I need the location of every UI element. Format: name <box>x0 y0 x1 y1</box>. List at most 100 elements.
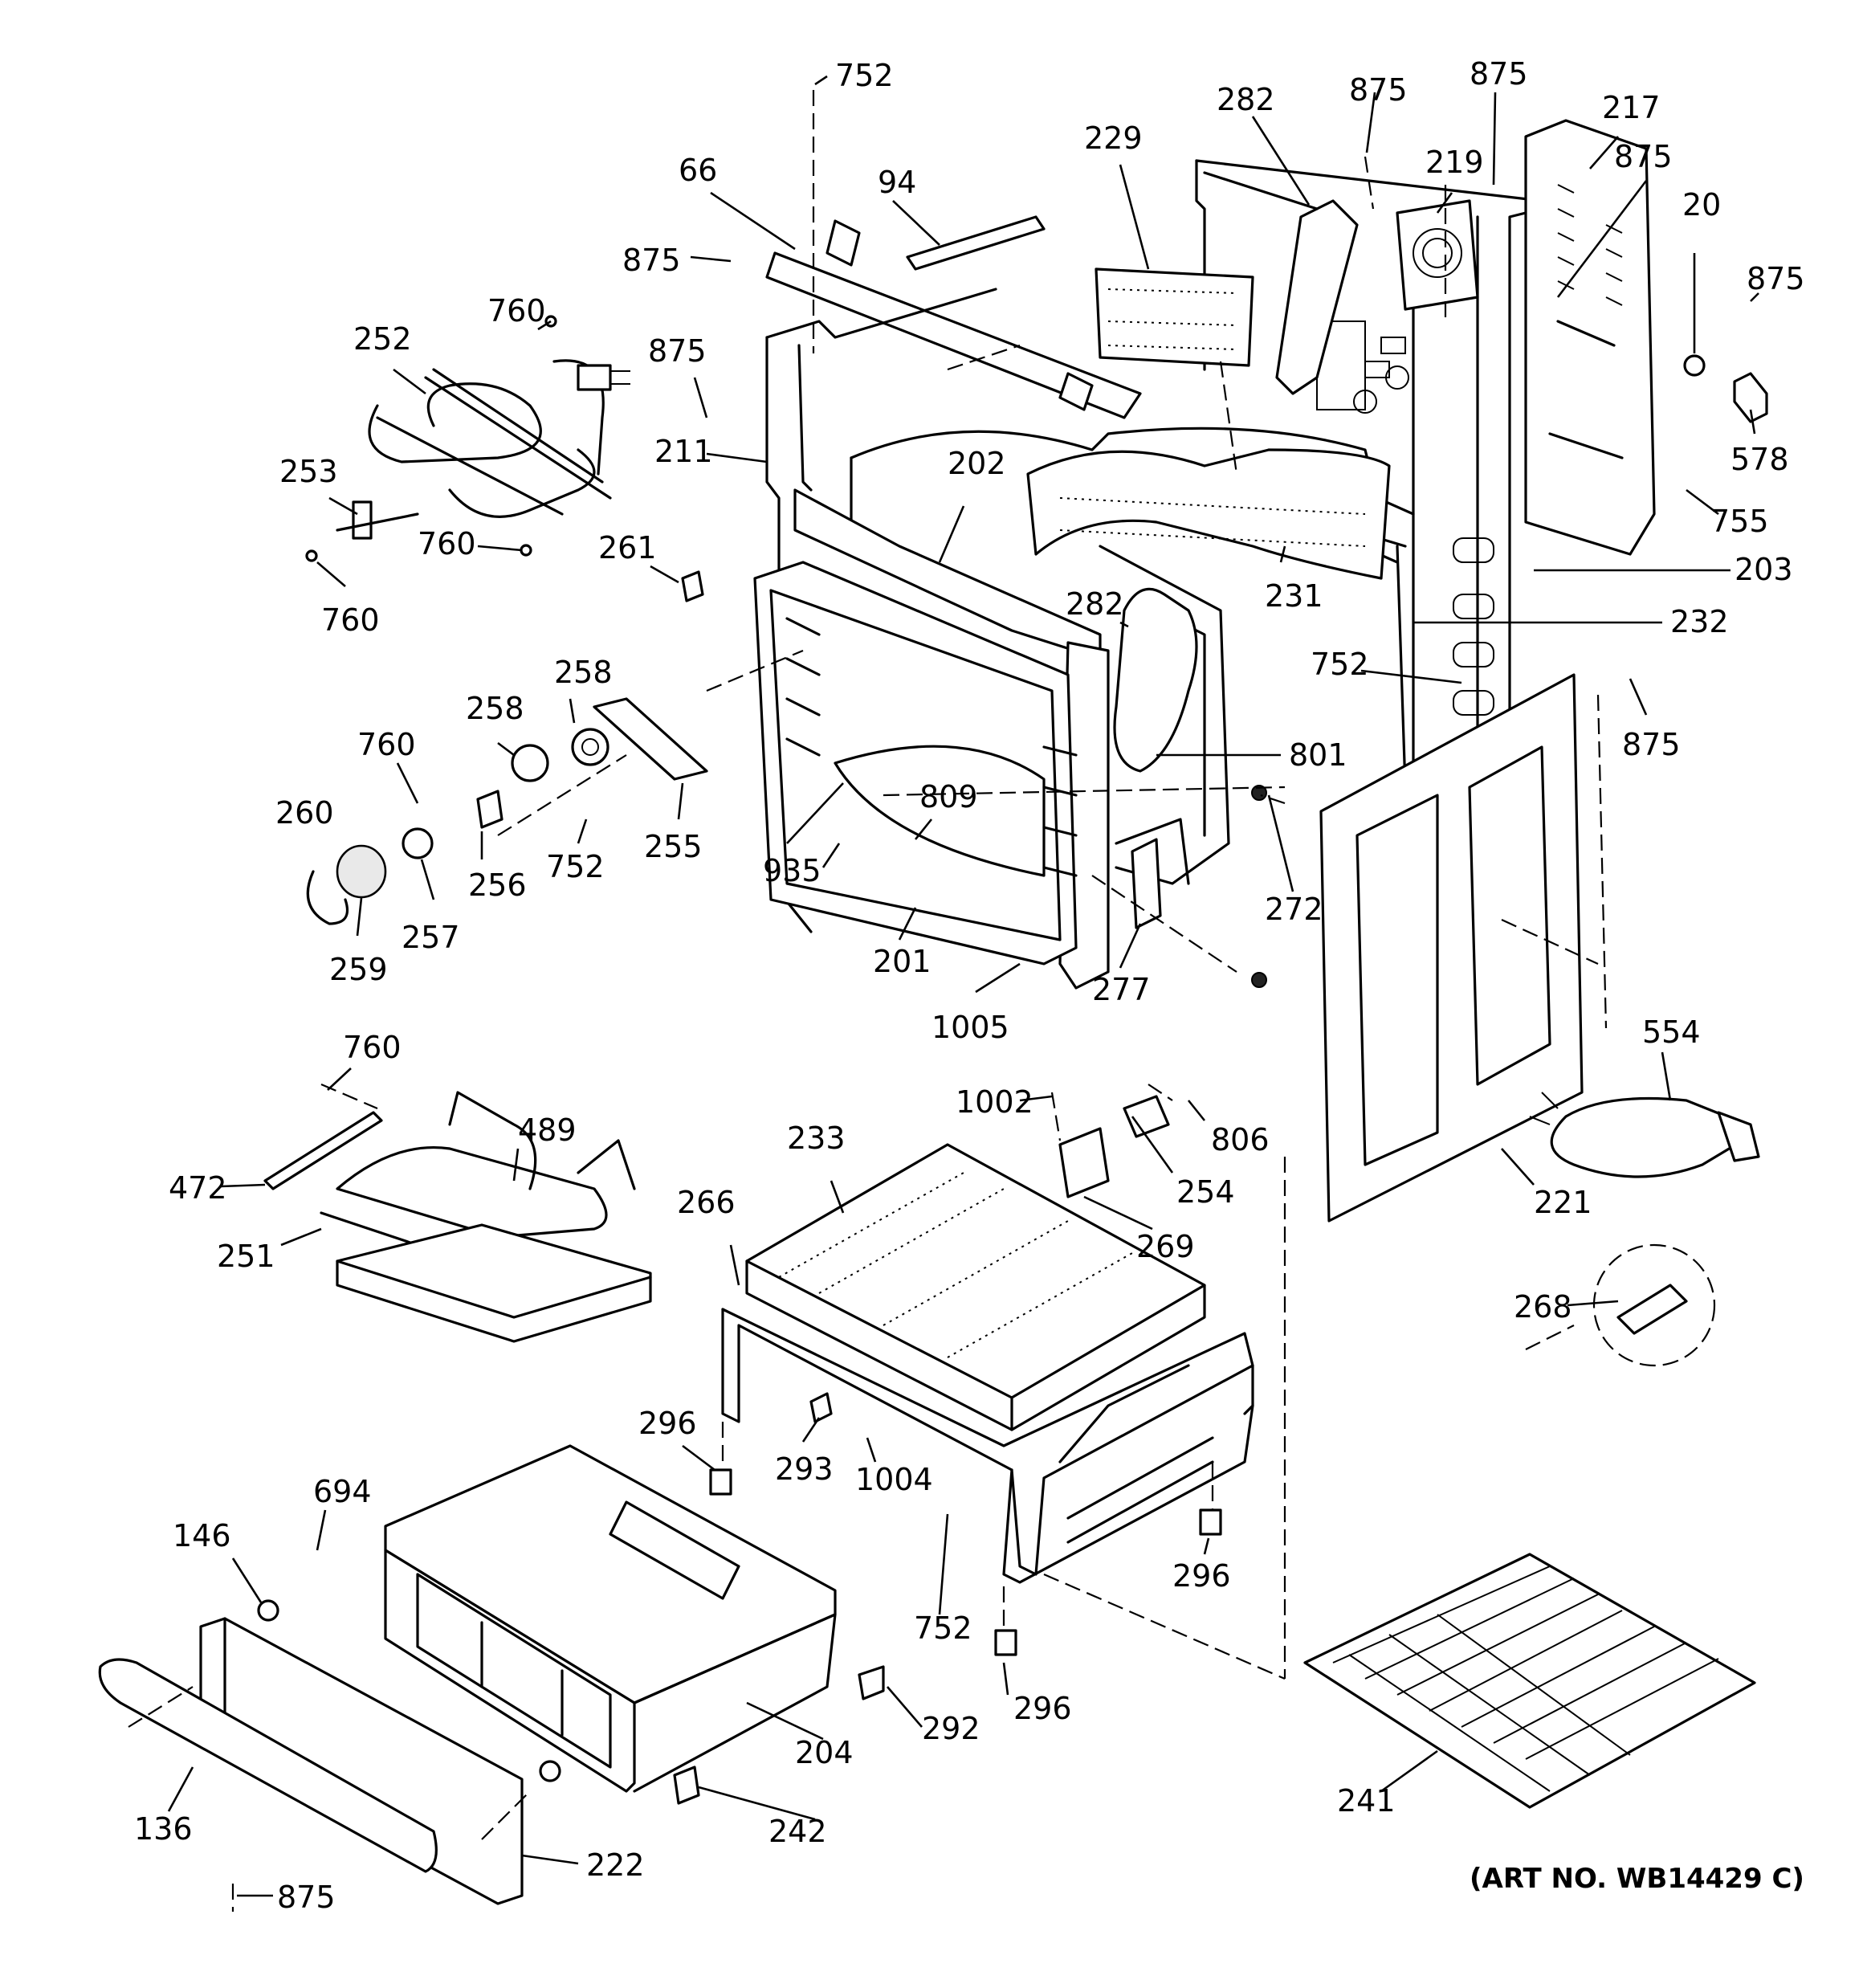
callout-256: 256 <box>468 867 527 903</box>
callout-875-b: 875 <box>1470 56 1528 92</box>
light-lens-259 <box>336 844 387 899</box>
callout-258-a: 258 <box>554 655 613 690</box>
callout-752-mid: 752 <box>1311 647 1369 682</box>
cover-219 <box>1396 199 1479 311</box>
callout-219: 219 <box>1425 145 1484 180</box>
callout-268: 268 <box>1514 1289 1572 1325</box>
callout-875-bottom: 875 <box>277 1880 336 1915</box>
callout-257: 257 <box>402 920 460 955</box>
bake-element-cover-282 <box>1113 587 1198 773</box>
callout-752-light: 752 <box>546 849 605 884</box>
side-panel-221 <box>1319 673 1584 1223</box>
callout-296-c: 296 <box>1013 1691 1072 1726</box>
callout-752-bottom: 752 <box>914 1610 972 1646</box>
callout-760-e: 760 <box>343 1030 402 1065</box>
oven-rack-241 <box>1303 1553 1756 1809</box>
callout-694: 694 <box>313 1474 372 1509</box>
art-number: (ART NO. WB14429 C) <box>1470 1863 1804 1895</box>
callout-875-g: 875 <box>1622 727 1681 762</box>
callout-252: 252 <box>353 321 412 357</box>
callout-251: 251 <box>217 1239 275 1274</box>
callout-472: 472 <box>169 1170 227 1206</box>
callout-269: 269 <box>1136 1229 1195 1264</box>
callout-272: 272 <box>1265 892 1323 927</box>
callout-266: 266 <box>677 1185 736 1220</box>
callout-203: 203 <box>1735 552 1793 587</box>
callout-277: 277 <box>1092 972 1151 1007</box>
callout-229: 229 <box>1084 120 1143 156</box>
callout-20: 20 <box>1682 187 1721 222</box>
callout-211: 211 <box>654 434 713 469</box>
spacer-146 <box>257 1599 561 1782</box>
leveling-leg-296 <box>709 1468 1222 1656</box>
callout-809: 809 <box>919 779 978 814</box>
callout-66: 66 <box>679 153 717 188</box>
insulation-231 <box>1026 448 1391 580</box>
callout-253: 253 <box>279 454 338 489</box>
broil-element-252 <box>368 359 630 518</box>
terminal-block-578 <box>1733 372 1768 423</box>
detail-circle-268 <box>1592 1243 1716 1367</box>
callout-760-c: 760 <box>321 602 380 638</box>
insulation-panel-233 <box>745 1143 1206 1431</box>
trim-strip-94 <box>906 215 1046 271</box>
broil-bracket-253 <box>336 500 419 540</box>
callout-241: 241 <box>1337 1783 1396 1819</box>
rear-panel-217 <box>1524 119 1656 556</box>
callout-254: 254 <box>1176 1174 1235 1210</box>
callout-258-b: 258 <box>466 691 524 726</box>
callout-217: 217 <box>1602 90 1661 125</box>
callout-554: 554 <box>1642 1014 1701 1050</box>
wire-clip-260 <box>306 870 349 925</box>
callout-282-mid: 282 <box>1066 586 1124 622</box>
callout-255: 255 <box>644 829 703 864</box>
wire-cover-20 <box>1683 354 1706 377</box>
callout-578: 578 <box>1731 442 1789 477</box>
assembly-lines <box>128 90 1608 1912</box>
leader-lines <box>167 75 1759 1897</box>
callout-222: 222 <box>586 1847 645 1883</box>
callout-146: 146 <box>173 1518 231 1553</box>
light-socket-258 <box>511 728 609 782</box>
callout-242: 242 <box>768 1814 827 1849</box>
callout-296-b: 296 <box>1172 1558 1231 1594</box>
callout-875-c: 875 <box>1614 139 1673 174</box>
plug-261 <box>681 570 704 602</box>
callout-221: 221 <box>1534 1185 1592 1220</box>
oven-cavity-201 <box>753 561 1078 965</box>
callout-260: 260 <box>275 795 334 831</box>
callout-875-d: 875 <box>1747 261 1805 296</box>
callout-261: 261 <box>598 530 657 565</box>
callout-296-a: 296 <box>638 1406 697 1441</box>
bracket-277 <box>1131 838 1162 929</box>
bracket-269 <box>1058 1127 1110 1198</box>
insulation-229 <box>1095 267 1254 367</box>
light-socket-256 <box>476 790 503 829</box>
callout-282-top: 282 <box>1217 82 1275 117</box>
callout-292: 292 <box>922 1711 980 1746</box>
drawer-glide-292 <box>858 1665 885 1700</box>
callout-875-f: 875 <box>648 333 707 369</box>
callout-806: 806 <box>1211 1122 1270 1157</box>
callout-204: 204 <box>795 1735 854 1770</box>
drawer-glide-242 <box>673 1766 700 1805</box>
vent-duct-282 <box>1203 171 1359 395</box>
spacer-272 <box>1251 785 1267 988</box>
callout-94: 94 <box>878 165 916 200</box>
callout-231: 231 <box>1265 578 1323 614</box>
power-cord-554 <box>1529 1092 1760 1178</box>
callout-1002: 1002 <box>956 1084 1033 1120</box>
callout-202: 202 <box>948 446 1006 481</box>
light-cover-255 <box>593 697 708 781</box>
support-rod-472 <box>263 1111 383 1190</box>
light-bulb-257 <box>402 827 434 859</box>
storage-frame-266 <box>721 1308 1254 1584</box>
callout-232: 232 <box>1670 604 1729 639</box>
callout-1004: 1004 <box>855 1462 933 1497</box>
broiler-pan-251 <box>336 1223 652 1343</box>
callout-760-b: 760 <box>418 526 476 561</box>
drawer-handle-136 <box>98 1658 438 1873</box>
callout-752-top: 752 <box>835 58 894 93</box>
drawer-body-204 <box>384 1444 837 1793</box>
